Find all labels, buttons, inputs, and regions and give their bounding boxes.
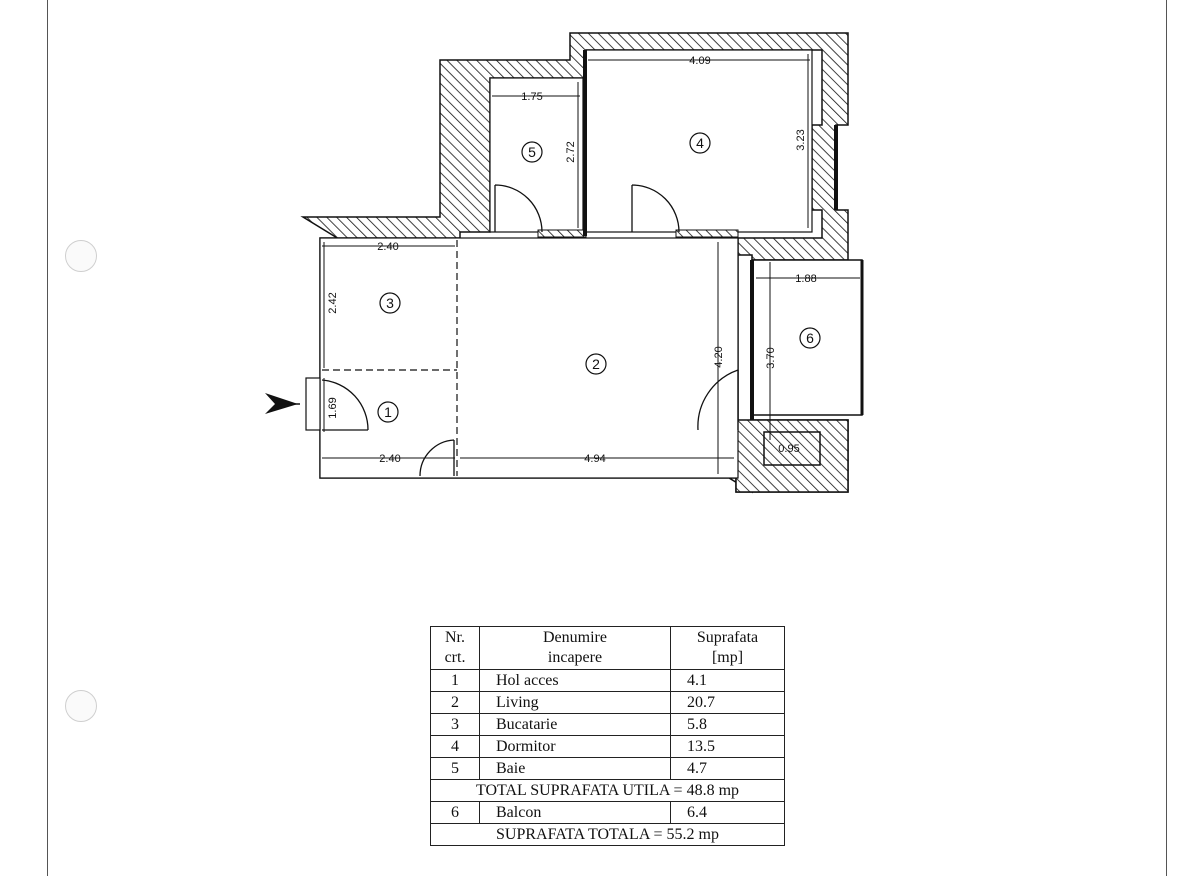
table-row: 3 Bucatarie 5.8 [430, 713, 785, 736]
door-balcony [697, 369, 739, 431]
table-row: 1 Hol acces 4.1 [430, 669, 785, 692]
row-nr: 3 [430, 713, 480, 736]
page-border-right [1166, 0, 1167, 876]
row-nr: 5 [430, 757, 480, 780]
binder-hole-top [65, 240, 97, 272]
row-area: 4.7 [670, 757, 785, 780]
row-area: 4.1 [670, 669, 785, 692]
row-name: Baie [479, 757, 671, 780]
table-row: 4 Dormitor 13.5 [430, 735, 785, 758]
dim-4-94: 4.94 [584, 453, 605, 465]
room-number-4: 4 [696, 135, 704, 151]
row-name: Bucatarie [479, 713, 671, 736]
row-area: 5.8 [670, 713, 785, 736]
table-row: 5 Baie 4.7 [430, 757, 785, 780]
room-number-6: 6 [806, 330, 814, 346]
room-number-2: 2 [592, 356, 600, 372]
total: SUPRAFATA TOTALA = 55.2 mp [430, 823, 785, 846]
dim-4-09: 4.09 [689, 55, 710, 67]
row-nr: 4 [430, 735, 480, 758]
dim-2-40-bottom: 2.40 [379, 453, 400, 465]
header-nr: Nr.crt. [430, 626, 480, 670]
total-util: TOTAL SUPRAFATA UTILA = 48.8 mp [430, 779, 785, 802]
door-entrance [321, 379, 369, 431]
row-nr: 2 [430, 691, 480, 714]
door-bath [494, 184, 543, 233]
dim-1-75: 1.75 [521, 91, 542, 103]
dim-3-70: 3.70 [765, 347, 777, 368]
floor-plan: 4.09 1.75 2.72 3.23 2.40 1.88 2.42 4.20 … [265, 32, 864, 494]
row-area: 6.4 [670, 801, 785, 824]
table-row: 6 Balcon 6.4 [430, 801, 785, 824]
row-name: Hol acces [479, 669, 671, 692]
dim-2-72: 2.72 [565, 141, 577, 162]
binder-hole-bottom [65, 690, 97, 722]
room-number-5: 5 [528, 144, 536, 160]
dim-1-69: 1.69 [327, 397, 339, 418]
total-row: SUPRAFATA TOTALA = 55.2 mp [430, 823, 785, 846]
dim-1-88: 1.88 [795, 273, 816, 285]
dim-2-42: 2.42 [327, 292, 339, 313]
door-bedroom [631, 184, 680, 233]
dim-4-20: 4.20 [713, 346, 725, 367]
dim-0-95: 0.95 [778, 443, 799, 455]
room-number-3: 3 [386, 295, 394, 311]
row-name: Living [479, 691, 671, 714]
row-nr: 1 [430, 669, 480, 692]
page-border-left [47, 0, 48, 876]
dim-2-40-top: 2.40 [377, 241, 398, 253]
row-area: 13.5 [670, 735, 785, 758]
row-name: Balcon [479, 801, 671, 824]
dim-3-23: 3.23 [795, 129, 807, 150]
table-row: 2 Living 20.7 [430, 691, 785, 714]
row-nr: 6 [430, 801, 480, 824]
row-name: Dormitor [479, 735, 671, 758]
room-number-1: 1 [384, 404, 392, 420]
total-util-row: TOTAL SUPRAFATA UTILA = 48.8 mp [430, 779, 785, 802]
header-suprafata: Suprafata[mp] [670, 626, 785, 670]
row-area: 20.7 [670, 691, 785, 714]
